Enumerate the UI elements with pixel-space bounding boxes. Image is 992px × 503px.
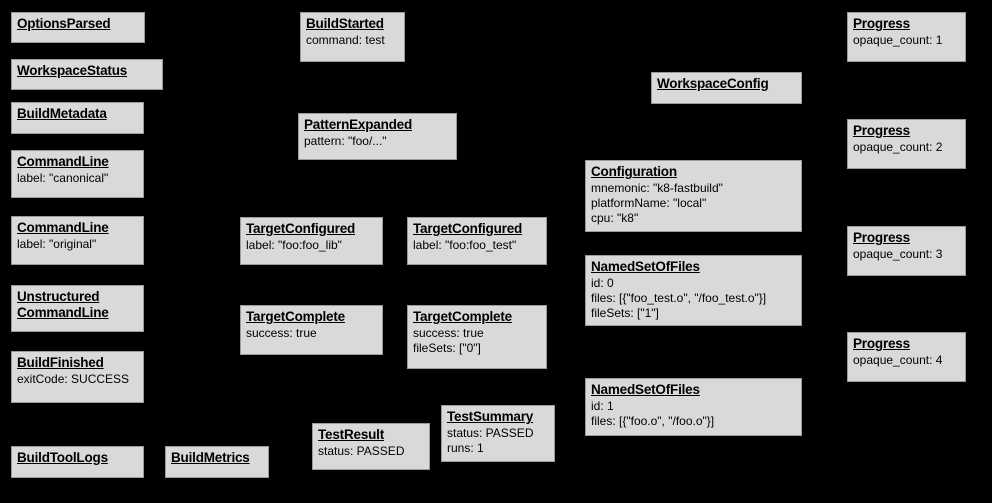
event-node-property: label: "original" bbox=[17, 237, 97, 251]
event-node-property: runs: 1 bbox=[447, 441, 484, 455]
event-node-properties: success: true bbox=[246, 326, 377, 341]
event-node-property: fileSets: ["1"] bbox=[591, 306, 659, 320]
event-node-build-tool-logs[interactable]: BuildToolLogs bbox=[11, 446, 144, 478]
event-node-options-parsed[interactable]: OptionsParsed bbox=[11, 12, 145, 43]
event-node-property: cpu: "k8" bbox=[591, 211, 639, 225]
event-node-title: BuildFinished bbox=[17, 355, 104, 370]
event-node-property: id: 0 bbox=[591, 276, 614, 290]
event-node-title: CommandLine bbox=[17, 154, 109, 169]
event-node-title: TargetComplete bbox=[246, 309, 345, 324]
event-node-target-complete-lib[interactable]: TargetComplete success: true bbox=[240, 305, 383, 355]
event-node-property: opaque_count: 1 bbox=[853, 33, 943, 47]
event-node-target-configured-lib[interactable]: TargetConfigured label: "foo:foo_lib" bbox=[240, 217, 383, 265]
event-node-pattern-expanded[interactable]: PatternExpanded pattern: "foo/..." bbox=[298, 113, 457, 160]
event-node-property: files: [{"foo.o", "/foo.o"}] bbox=[591, 414, 715, 428]
event-node-command-line-canonical[interactable]: CommandLine label: "canonical" bbox=[11, 150, 144, 198]
event-node-properties: pattern: "foo/..." bbox=[304, 134, 451, 149]
event-node-build-metadata[interactable]: BuildMetadata bbox=[11, 102, 144, 134]
event-node-properties: label: "canonical" bbox=[17, 171, 138, 186]
event-node-property: opaque_count: 4 bbox=[853, 353, 943, 367]
event-node-properties: opaque_count: 4 bbox=[853, 353, 960, 368]
event-node-properties: mnemonic: "k8-fastbuild"platformName: "l… bbox=[591, 181, 796, 226]
event-node-property: label: "foo:foo_lib" bbox=[246, 238, 342, 252]
event-node-properties: opaque_count: 1 bbox=[853, 33, 960, 48]
event-node-property: exitCode: SUCCESS bbox=[17, 372, 130, 386]
event-node-properties: status: PASSED bbox=[318, 444, 424, 459]
event-node-build-metrics[interactable]: BuildMetrics bbox=[165, 446, 269, 478]
event-node-progress-2[interactable]: Progress opaque_count: 2 bbox=[847, 119, 966, 169]
event-node-title: Progress bbox=[853, 123, 910, 138]
event-node-title: WorkspaceStatus bbox=[17, 63, 128, 78]
event-node-title: TargetComplete bbox=[413, 309, 512, 324]
event-node-properties: label: "original" bbox=[17, 237, 138, 252]
event-node-properties: label: "foo:foo_test" bbox=[413, 238, 541, 253]
event-node-title: BuildMetadata bbox=[17, 106, 107, 121]
event-node-command-line-original[interactable]: CommandLine label: "original" bbox=[11, 216, 144, 265]
event-node-property: files: [{"foo_test.o", "/foo_test.o"}] bbox=[591, 291, 767, 305]
event-node-title: TestResult bbox=[318, 427, 385, 442]
event-node-properties: command: test bbox=[306, 33, 399, 48]
event-node-title: TargetConfigured bbox=[413, 221, 523, 236]
event-node-title: TargetConfigured bbox=[246, 221, 356, 236]
event-node-property: status: PASSED bbox=[318, 444, 405, 458]
event-node-title: Configuration bbox=[591, 164, 677, 179]
event-node-property: command: test bbox=[306, 33, 385, 47]
event-node-properties: opaque_count: 3 bbox=[853, 247, 960, 262]
event-node-property: opaque_count: 2 bbox=[853, 140, 943, 154]
event-node-title: Progress bbox=[853, 16, 910, 31]
event-node-test-result[interactable]: TestResult status: PASSED bbox=[312, 423, 430, 470]
event-node-property: mnemonic: "k8-fastbuild" bbox=[591, 181, 723, 195]
event-node-title: PatternExpanded bbox=[304, 117, 413, 132]
event-node-title: NamedSetOfFiles bbox=[591, 382, 700, 397]
event-node-title: TestSummary bbox=[447, 409, 534, 424]
event-node-title: WorkspaceConfig bbox=[657, 76, 769, 91]
event-node-workspace-config[interactable]: WorkspaceConfig bbox=[651, 72, 802, 104]
event-node-properties: label: "foo:foo_lib" bbox=[246, 238, 377, 253]
event-node-property: status: PASSED bbox=[447, 426, 534, 440]
event-node-title: CommandLine bbox=[17, 220, 109, 235]
event-node-property: opaque_count: 3 bbox=[853, 247, 943, 261]
event-node-property: success: true bbox=[246, 326, 317, 340]
event-node-unstructured-command-line[interactable]: Unstructured CommandLine bbox=[11, 285, 144, 332]
event-node-build-started[interactable]: BuildStarted command: test bbox=[300, 12, 405, 62]
event-node-build-finished[interactable]: BuildFinished exitCode: SUCCESS bbox=[11, 351, 144, 403]
event-node-property: pattern: "foo/..." bbox=[304, 134, 387, 148]
event-node-title: Unstructured CommandLine bbox=[17, 289, 109, 320]
event-node-title: OptionsParsed bbox=[17, 16, 111, 31]
event-node-title: Progress bbox=[853, 336, 910, 351]
event-node-configuration[interactable]: Configuration mnemonic: "k8-fastbuild"pla… bbox=[585, 160, 802, 232]
event-node-properties: exitCode: SUCCESS bbox=[17, 372, 138, 387]
event-node-title: BuildToolLogs bbox=[17, 450, 108, 465]
event-node-target-configured-test[interactable]: TargetConfigured label: "foo:foo_test" bbox=[407, 217, 547, 265]
event-node-property: label: "canonical" bbox=[17, 171, 109, 185]
event-node-property: success: true bbox=[413, 326, 484, 340]
event-node-title: Progress bbox=[853, 230, 910, 245]
event-node-progress-4[interactable]: Progress opaque_count: 4 bbox=[847, 332, 966, 382]
event-node-property: platformName: "local" bbox=[591, 196, 707, 210]
event-node-progress-3[interactable]: Progress opaque_count: 3 bbox=[847, 226, 966, 276]
event-node-property: fileSets: ["0"] bbox=[413, 341, 481, 355]
event-node-title: NamedSetOfFiles bbox=[591, 259, 700, 274]
event-node-property: label: "foo:foo_test" bbox=[413, 238, 517, 252]
event-node-title: BuildStarted bbox=[306, 16, 384, 31]
event-node-progress-1[interactable]: Progress opaque_count: 1 bbox=[847, 12, 966, 62]
event-node-properties: opaque_count: 2 bbox=[853, 140, 960, 155]
event-node-workspace-status[interactable]: WorkspaceStatus bbox=[11, 59, 163, 90]
event-node-title: BuildMetrics bbox=[171, 450, 250, 465]
event-node-property: id: 1 bbox=[591, 399, 614, 413]
